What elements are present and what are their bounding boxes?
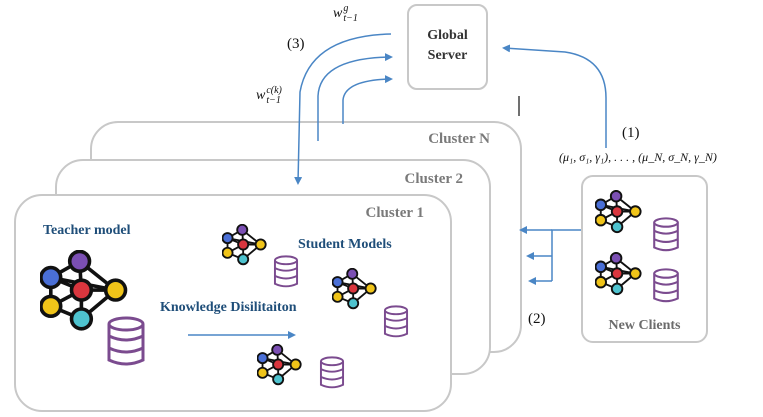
teacher-model-label: Teacher model: [43, 223, 131, 238]
global-weight-base: w: [333, 5, 343, 21]
database-icon: [383, 305, 409, 338]
global-weight-sup: g: [343, 3, 349, 14]
distribution-params-label: (μ₁, σ₁, γ₁), . . . , (μ_N, σ_N, γ_N): [559, 150, 717, 164]
step-2-label: (2): [528, 311, 546, 327]
arrow-server-to-cluster-1: [294, 33, 392, 185]
database-icon: [319, 356, 345, 389]
new-clients-box: New Clients: [581, 175, 708, 343]
neural-network-icon: [332, 268, 377, 310]
cluster-weight-sub: t−1: [266, 95, 281, 106]
cluster-2-label: Cluster 2: [404, 171, 463, 187]
global-server-title-line1: Global: [427, 28, 468, 43]
global-server-title-line2: Server: [427, 48, 468, 63]
neural-network-icon: [595, 252, 642, 296]
student-models-label: Student Models: [298, 237, 392, 252]
database-icon: [653, 217, 679, 252]
neural-network-icon: [257, 344, 302, 386]
arrow-cluster-n-to-server: [317, 53, 393, 141]
cluster-1-box: Cluster 1: [14, 194, 452, 412]
cluster-weight-base: w: [256, 87, 266, 103]
cluster-1-label: Cluster 1: [365, 205, 424, 221]
database-icon: [653, 268, 679, 303]
database-icon: [273, 255, 299, 288]
global-server-box: Global Server: [407, 4, 488, 90]
neural-network-icon: [40, 250, 128, 331]
knowledge-distillation-label: Knowledge Disilitaiton: [160, 300, 297, 315]
arrow-cluster-2-to-server: [342, 75, 393, 124]
new-clients-label: New Clients: [608, 318, 681, 333]
cluster-n-label: Cluster N: [428, 131, 490, 147]
step-3-label: (3): [287, 36, 305, 52]
cluster-weight-sup: c(k): [266, 85, 282, 96]
global-weight-sub: t−1: [343, 13, 358, 24]
neural-network-icon: [595, 190, 642, 234]
neural-network-icon: [222, 224, 267, 266]
arrow-clients-to-clusters-stem: [551, 229, 581, 281]
database-icon: [107, 316, 145, 366]
arrow-clients-to-server: [502, 44, 607, 148]
step-1-label: (1): [622, 125, 640, 141]
